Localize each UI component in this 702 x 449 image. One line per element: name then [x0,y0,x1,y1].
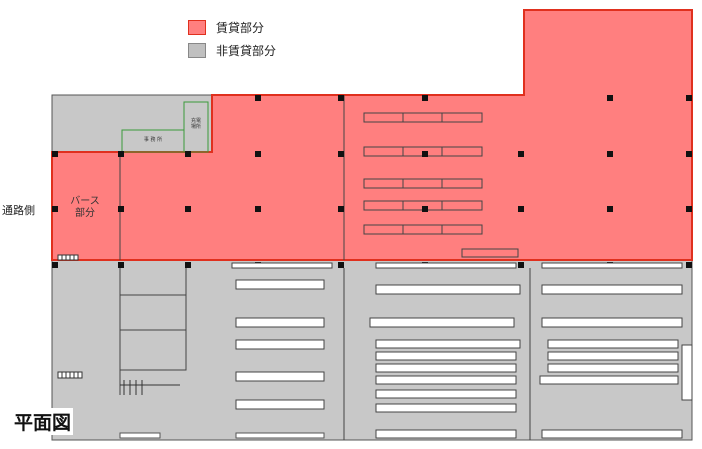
office-label: 事 務 所 [143,137,163,143]
berth-area-label: バース 部分 [70,196,100,219]
lower-walls [119,268,531,440]
rental-area [51,9,693,261]
lower-left-fixtures [57,371,180,395]
bottom-ticks [119,432,325,439]
lower-racks-right [539,262,693,439]
lower-racks-left [231,262,333,410]
aisle-side-label: 通路側 [2,204,35,217]
rental-small-hatch [57,254,79,261]
lower-racks-middle [369,262,521,439]
floor-plan-caption: 平面図 [12,408,74,435]
electrical-room-label: 充電 場所 [190,118,201,130]
legend-label-rental: 賃貸部分 [216,21,265,35]
legend-swatch-non-rental [188,43,206,58]
upper-left-rooms [121,101,209,153]
legend-label-non-rental: 非賃貸部分 [216,44,277,58]
legend-swatch-rental [188,20,206,35]
non-rental-area-upper-left [51,94,213,153]
